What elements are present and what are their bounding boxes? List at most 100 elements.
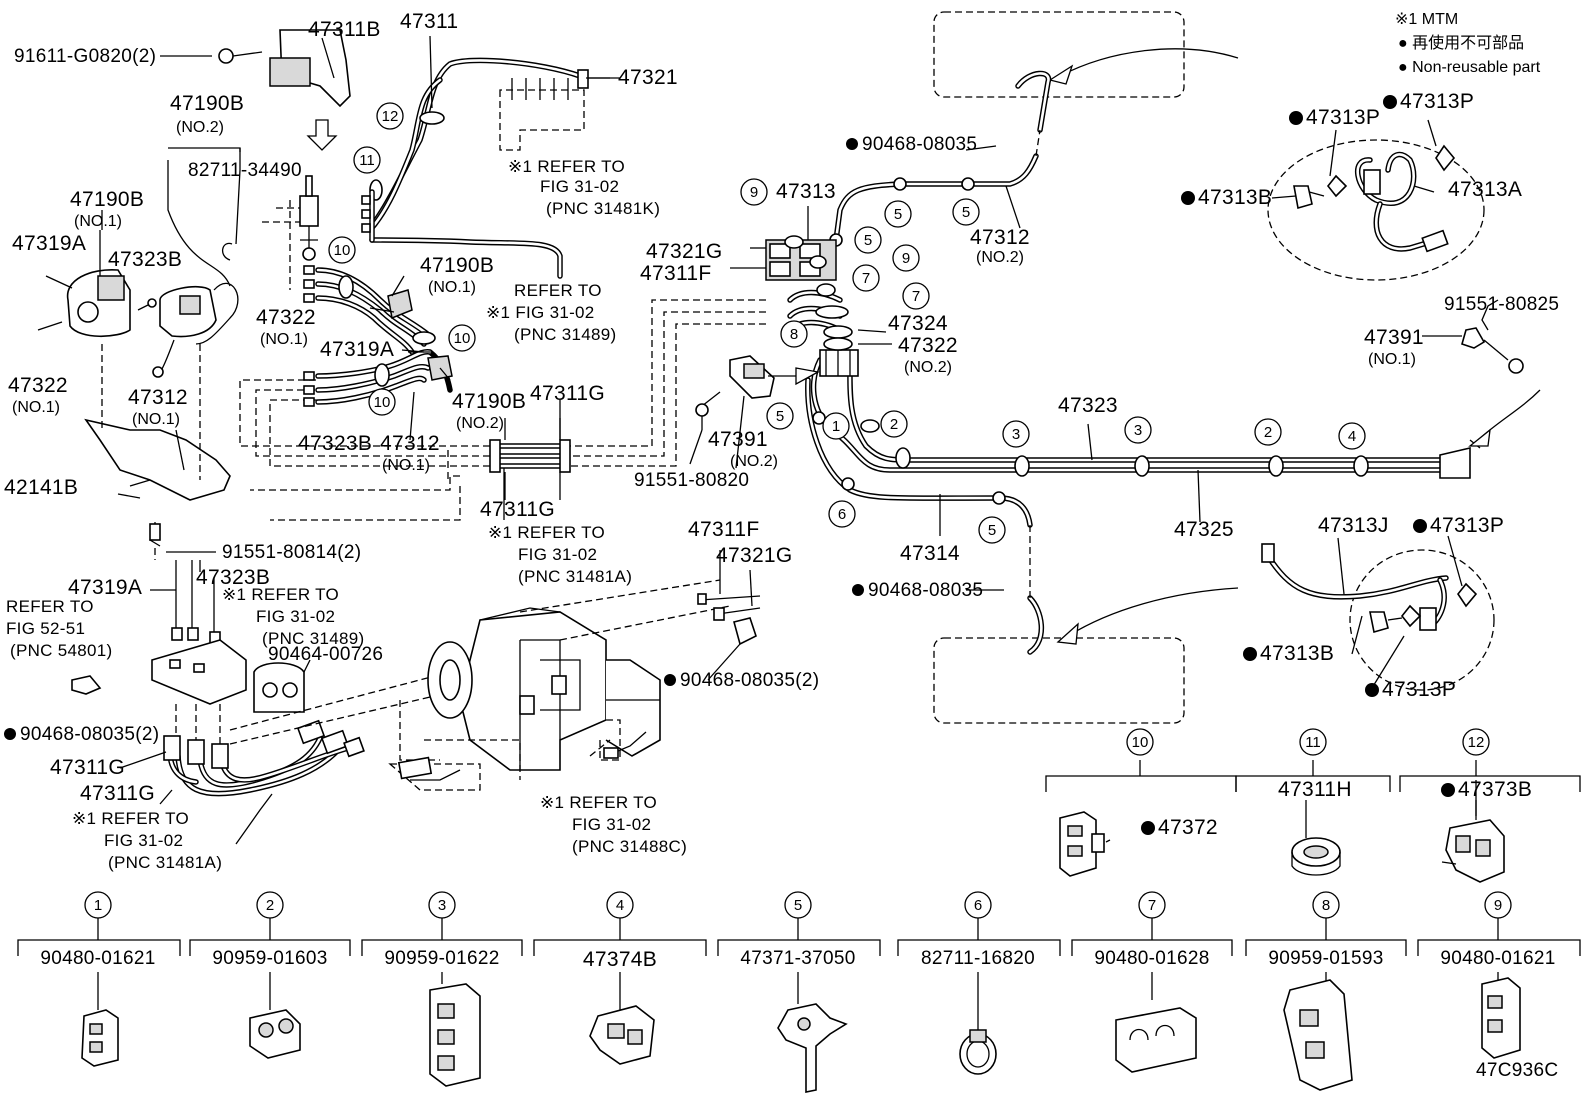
note-refer-3b: FIG 31-02: [518, 545, 597, 564]
callout-10: 10: [454, 330, 471, 347]
label-47391-no2-sub: (NO.2): [730, 453, 778, 470]
callout-3: 3: [1012, 426, 1020, 443]
callout-10: 10: [334, 242, 351, 259]
note-refer-1c: (PNC 31481K): [546, 199, 660, 218]
callout-8: 8: [790, 326, 798, 343]
callout-5: 5: [776, 408, 784, 425]
clip-labels-bottom: 1 90480-01621 2 90959-01603 3 90959-0162…: [40, 891, 1555, 971]
callout-6: 6: [838, 506, 846, 523]
clip-2-number: 2: [266, 897, 274, 914]
label-47321G: 47321G: [716, 544, 793, 567]
leader-lines: [99, 35, 1477, 845]
note-refer-5b: FIG 31-02: [256, 607, 335, 626]
label-47311G-mid: 47311G: [480, 498, 555, 521]
label-47312-no1-b-sub: (NO.1): [382, 457, 430, 474]
label-47312-no1: 47312: [128, 386, 188, 409]
callout-4: 4: [1348, 428, 1356, 445]
callout-7: 7: [912, 288, 920, 305]
callout-2: 2: [890, 416, 898, 433]
label-47372: 47372: [1158, 816, 1218, 839]
note-refer-2b: ※1 FIG 31-02: [486, 303, 595, 322]
note-refer-6a: ※1 REFER TO: [72, 809, 189, 828]
label-47313P-c: 47313P: [1430, 514, 1504, 537]
arrow-head: [1048, 64, 1074, 85]
label-47313B-a: 47313B: [1198, 186, 1272, 209]
label-47190B-no1-sub: (NO.1): [74, 213, 122, 230]
label-47190B-no1: 47190B: [70, 188, 144, 211]
clip-row-bottom: [17, 918, 1581, 1093]
label-47313: 47313: [776, 180, 836, 203]
nonreusable-marker: [1181, 191, 1195, 205]
callout-11: 11: [359, 152, 375, 169]
legend-nonreusable-jp: ● 再使用不可部品: [1398, 34, 1524, 52]
callout-9: 9: [750, 184, 758, 201]
vehicle-rear-outline: [933, 637, 1185, 724]
actuator-mount-bracket: [262, 119, 338, 290]
label-47323B-b: 47323B: [298, 432, 372, 455]
label-91551-80825: 91551-80825: [1444, 294, 1559, 315]
label-47312-no2-sub: (NO.2): [976, 249, 1024, 266]
note-refer-5a: ※1 REFER TO: [222, 585, 339, 604]
clip-1-number: 1: [94, 897, 102, 914]
callout-3: 3: [1134, 422, 1142, 439]
clip-47391-no2: [695, 355, 820, 430]
clip-5-part: 47371-37050: [740, 948, 855, 969]
label-47324: 47324: [888, 312, 948, 335]
nonreusable-marker: [1413, 519, 1427, 533]
label-47319A: 47319A: [12, 232, 86, 255]
nonreusable-marker: [1243, 647, 1257, 661]
note-refer-7a: ※1 REFER TO: [540, 793, 657, 812]
clip-9-number: 9: [1494, 897, 1502, 914]
holder-and-pipe-group: [303, 265, 453, 441]
label-47319A-b: 47319A: [320, 338, 394, 361]
callout-5: 5: [894, 206, 902, 223]
legend-nonreusable-en: ● Non-reusable part: [1398, 59, 1541, 76]
label-47311F-b: 47311F: [640, 262, 711, 285]
callout-10: 10: [1132, 734, 1149, 751]
callout-11: 11: [1305, 734, 1321, 751]
label-47313B-b: 47313B: [1260, 642, 1334, 665]
nonreusable-marker: [852, 584, 864, 596]
refer-notes: ※1 REFER TO FIG 31-02 (PNC 31481K) REFER…: [6, 157, 687, 872]
note-refer-3a: ※1 REFER TO: [488, 523, 605, 542]
label-47311: 47311: [400, 10, 458, 33]
callout-5: 5: [988, 522, 996, 539]
clip-3-part: 90959-01622: [384, 948, 499, 969]
pipes-47311-47321: [361, 57, 620, 279]
tube-set-47311G: [489, 418, 571, 500]
note-refer-1a: ※1 REFER TO: [508, 157, 625, 176]
label-47319A-c: 47319A: [68, 576, 142, 599]
callout-2: 2: [1264, 424, 1272, 441]
label-90468-08035-top: 90468-08035: [862, 134, 977, 155]
nonreusable-marker: [4, 728, 16, 740]
label-47190B-no2-b-sub: (NO.2): [456, 415, 504, 432]
callout-circles: 12 11 10 10 10 9 9 5 5 5 7 7 8 5 1 2 3 3…: [328, 102, 1490, 756]
label-47314: 47314: [900, 542, 960, 565]
dashed-connectors: [239, 299, 766, 521]
label-47321: 47321: [618, 66, 678, 89]
callout-5: 5: [962, 204, 970, 221]
note-refer-3c: (PNC 31481A): [518, 567, 632, 586]
label-47391-no2: 47391: [708, 428, 768, 451]
label-47323B: 47323B: [108, 248, 182, 271]
label-47313P-b: 47313P: [1400, 90, 1474, 113]
clip-4-part: 47374B: [583, 948, 657, 971]
clip-6-number: 6: [974, 897, 982, 914]
nonreusable-marker: [664, 674, 676, 686]
label-47311F: 47311F: [688, 518, 759, 541]
label-47190B-no2-b: 47190B: [452, 390, 526, 413]
callout-9: 9: [902, 250, 910, 267]
label-47322-no1-b: 47322: [256, 306, 316, 329]
clip-4-number: 4: [616, 897, 624, 914]
label-47321G-b: 47321G: [646, 240, 723, 263]
vehicle-front-outline: [933, 11, 1185, 98]
label-47311H: 47311H: [1278, 778, 1352, 801]
clip-7-part: 90480-01628: [1094, 948, 1209, 969]
label-91611-G0820: 91611-G0820(2): [14, 46, 156, 67]
label-47325: 47325: [1174, 518, 1234, 541]
label-47311G-low2: 47311G: [80, 782, 155, 805]
label-91551-80820: 91551-80820: [634, 470, 749, 491]
abs-unit-lower: [71, 560, 761, 797]
label-91551-80814: 91551-80814(2): [222, 542, 361, 563]
label-47313A: 47313A: [1448, 178, 1522, 201]
